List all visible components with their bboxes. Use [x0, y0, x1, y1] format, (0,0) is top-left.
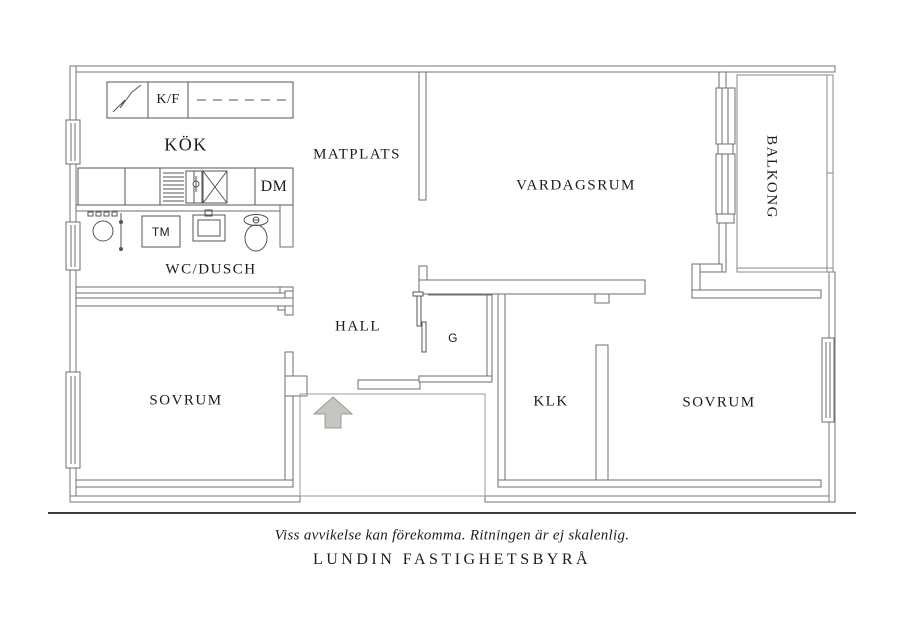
washing-machine-box: [141, 215, 181, 248]
shower-icon: [87, 211, 123, 251]
kitchen-cabinets: [77, 81, 294, 206]
wardrobe-label: G: [448, 331, 458, 345]
interior-walls: [75, 71, 822, 488]
room-label-kitchen: KÖK: [164, 134, 208, 155]
room-label-hall: HALL: [335, 318, 381, 335]
room-label-balcony: BALKONG: [763, 135, 780, 219]
stairwell-landing: [299, 393, 486, 497]
room-label-bedroom-left: SOVRUM: [149, 392, 223, 409]
balcony-window-icon: [715, 87, 736, 224]
room-label-dining: MATPLATS: [313, 146, 401, 163]
stove-icon: [112, 84, 142, 113]
room-label-bathroom: WC/DUSCH: [165, 261, 257, 278]
fridge-freezer-label: K/F: [156, 92, 180, 107]
entrance-arrow-icon: [312, 396, 354, 429]
washing-machine-label: TM: [151, 225, 171, 239]
sink-icon: [185, 170, 228, 204]
balcony-outline: [736, 74, 834, 273]
footer-divider: [48, 512, 856, 514]
company-name: LUNDIN FASTIGHETSBYRÅ: [312, 551, 592, 568]
toilet-icon: [243, 214, 269, 252]
window-icon: [65, 119, 835, 469]
dishwasher-label: DM: [260, 178, 288, 195]
bathroom-sink-icon: [192, 209, 226, 242]
drainer-icon: [163, 172, 184, 202]
bathroom-fixtures: [87, 209, 269, 252]
disclaimer-text: Viss avvikelse kan förekomma. Ritningen …: [274, 527, 630, 544]
wardrobe-sliding-door-icon: [412, 291, 427, 353]
room-label-living: VARDAGSRUM: [516, 177, 636, 194]
room-label-bedroom-right: SOVRUM: [682, 394, 756, 411]
room-label-closet: KLK: [533, 393, 569, 410]
